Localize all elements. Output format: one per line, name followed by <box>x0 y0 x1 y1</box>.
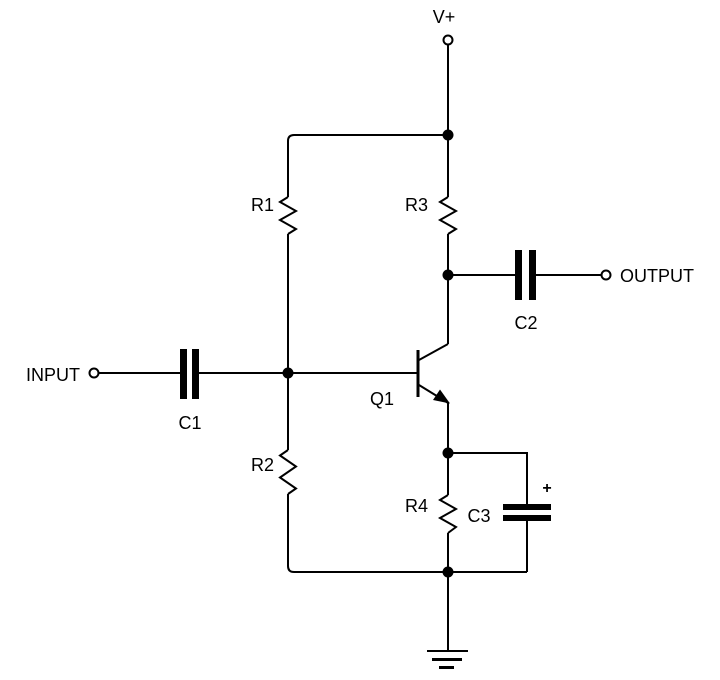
r3-label: R3 <box>405 195 428 215</box>
r1-label: R1 <box>251 195 274 215</box>
supply-terminal: V+ <box>433 7 456 135</box>
capacitor-c1: C1 <box>98 349 288 433</box>
input-terminal: INPUT <box>26 365 100 385</box>
c3-polarity-mark: + <box>542 480 551 497</box>
q1-emitter-arrow-icon <box>433 389 450 404</box>
junction-collector-node <box>442 269 454 281</box>
r2-label: R2 <box>251 455 274 475</box>
r2-resistor-icon <box>278 449 298 495</box>
q1-label: Q1 <box>370 389 394 409</box>
input-terminal-icon <box>88 367 100 379</box>
c1-label: C1 <box>178 413 201 433</box>
wire-top-rail <box>287 134 448 197</box>
c3-capacitor-plate-top-icon <box>503 504 551 510</box>
junction-emitter-node <box>442 447 454 459</box>
ground-symbol <box>427 572 468 669</box>
q1-collector-lead-icon <box>418 343 449 361</box>
resistor-r4: R4 <box>405 453 459 572</box>
resistor-r1: R1 <box>251 195 299 235</box>
supply-terminal-icon <box>442 34 454 46</box>
wire-bottom-rail <box>287 494 527 573</box>
r1-resistor-icon <box>277 196 299 235</box>
c3-label: C3 <box>467 506 490 526</box>
c2-capacitor-plate-right-icon <box>529 250 536 300</box>
junction-base-node <box>282 367 294 379</box>
c1-capacitor-plate-right-icon <box>192 349 199 399</box>
output-terminal-icon <box>600 269 612 281</box>
resistor-r2: R2 <box>251 449 298 495</box>
c2-label: C2 <box>514 313 537 333</box>
r4-label: R4 <box>405 496 428 516</box>
supply-label: V+ <box>433 7 456 27</box>
input-label: INPUT <box>26 365 80 385</box>
junction-supply-node <box>442 129 454 141</box>
junction-ground-node <box>442 566 454 578</box>
capacitor-c2: C2 <box>448 250 602 333</box>
c1-capacitor-plate-left-icon <box>180 349 187 399</box>
output-label: OUTPUT <box>620 266 694 286</box>
resistor-r3: R3 <box>405 195 459 235</box>
r4-resistor-icon <box>437 494 459 534</box>
transistor-q1: Q1 <box>288 343 450 409</box>
capacitor-c3: C3 + <box>448 452 552 572</box>
wire-emitter-node-to-c3 <box>448 452 528 504</box>
c2-capacitor-plate-left-icon <box>515 250 522 300</box>
r3-resistor-icon <box>437 196 459 235</box>
output-terminal: OUTPUT <box>600 266 694 286</box>
c3-capacitor-plate-bottom-icon <box>503 515 551 521</box>
